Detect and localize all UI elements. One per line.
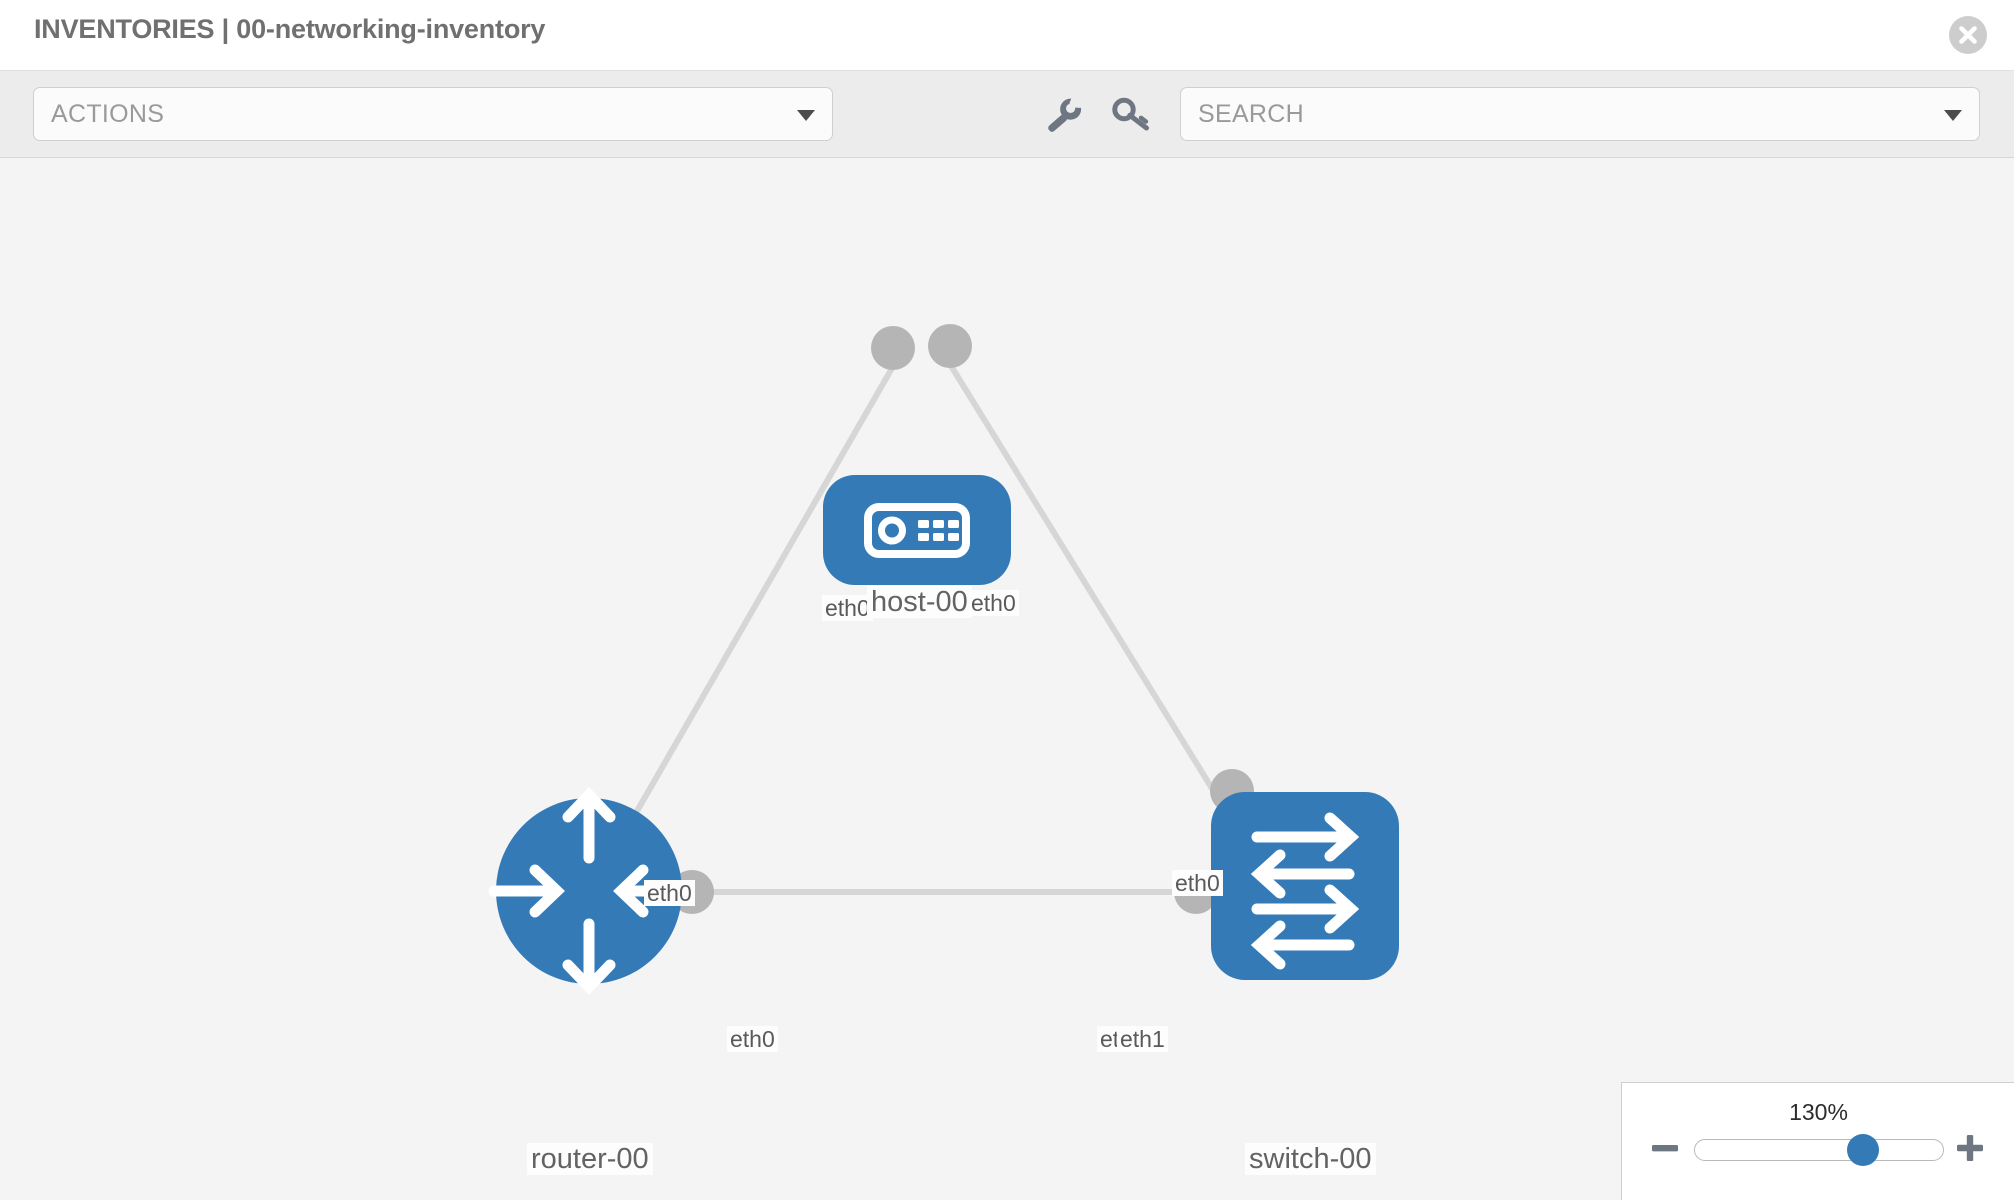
node-host-00[interactable] <box>823 475 1011 585</box>
zoom-control-panel: 130% <box>1621 1082 2014 1200</box>
close-icon[interactable] <box>1949 16 1987 54</box>
page-title: INVENTORIES | 00-networking-inventory <box>34 14 546 44</box>
topology-canvas[interactable]: eth0 eth0 eth0 eth0 eth0 eth0 eth1 host-… <box>0 158 2014 1200</box>
port-label-switch-eth1-west: eth1 <box>1117 1026 1168 1053</box>
node-label-router-00: router-00 <box>527 1143 653 1176</box>
zoom-slider-thumb[interactable] <box>1847 1134 1879 1166</box>
search-placeholder: SEARCH <box>1198 100 1304 128</box>
port-label-router-eth0-east: eth0 <box>727 1026 778 1053</box>
node-label-host-00: host-00 <box>867 586 972 619</box>
wrench-icon[interactable] <box>1044 97 1086 133</box>
link-host-router <box>607 361 898 860</box>
zoom-slider-track[interactable] <box>1694 1139 1944 1161</box>
topology-graph <box>488 324 1399 995</box>
chevron-down-icon <box>797 110 815 121</box>
port-label-host-eth0-right: eth0 <box>968 590 1019 617</box>
chevron-down-icon <box>1944 110 1962 121</box>
server-icon <box>864 503 970 558</box>
zoom-level-value: 130% <box>1789 1099 1848 1125</box>
actions-dropdown-label: ACTIONS <box>51 100 165 128</box>
node-label-switch-00: switch-00 <box>1245 1143 1376 1176</box>
actions-dropdown[interactable]: ACTIONS <box>33 87 833 141</box>
port-label-switch-eth0-uplink: eth0 <box>1172 870 1223 897</box>
minus-icon[interactable] <box>1650 1133 1680 1163</box>
search-input[interactable]: SEARCH <box>1180 87 1980 141</box>
router-icon <box>488 787 690 995</box>
topology-links <box>607 359 1258 895</box>
node-switch-00[interactable] <box>1211 792 1399 980</box>
node-router-00[interactable] <box>488 787 690 995</box>
switch-icon <box>1250 812 1360 970</box>
page-header: INVENTORIES | 00-networking-inventory <box>0 0 2014 70</box>
link-host-switch <box>945 359 1258 860</box>
key-icon[interactable] <box>1112 97 1154 133</box>
topology-ports <box>670 324 1254 914</box>
port-dot-host-left <box>871 326 915 370</box>
port-label-router-eth0-uplink: eth0 <box>644 880 695 907</box>
port-label-host-eth0-left: eth0 <box>822 595 873 622</box>
toolbar: ACTIONS SEARCH <box>0 70 2014 158</box>
port-dot-host-right <box>928 324 972 368</box>
plus-icon[interactable] <box>1955 1133 1985 1163</box>
